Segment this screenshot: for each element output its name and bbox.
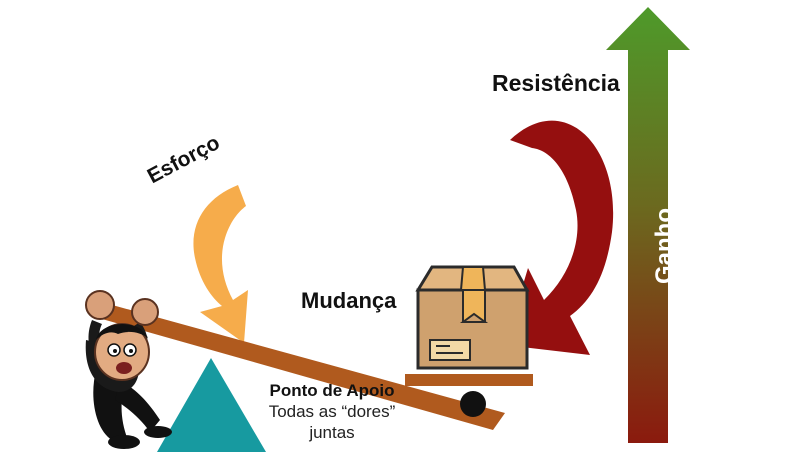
lever-plank [95, 303, 505, 430]
platform-wheel [460, 391, 486, 417]
fulcrum-subtitle-line2: juntas [309, 423, 355, 442]
box-platform [405, 374, 533, 386]
cardboard-box-icon [415, 265, 530, 370]
effort-arrow-icon [193, 185, 248, 343]
stressed-person-icon [85, 290, 172, 449]
gain-arrow-icon [606, 7, 690, 443]
fulcrum-triangle [157, 358, 266, 452]
fulcrum-caption: Ponto de Apoio Todas as “dores” juntas [247, 380, 417, 443]
resistance-arrow-icon [505, 120, 614, 355]
gain-label: Ganho [651, 208, 678, 284]
resistance-label: Resistência [492, 70, 620, 96]
change-label: Mudança [301, 288, 397, 313]
fulcrum-subtitle-line1: Todas as “dores” [268, 402, 396, 421]
fulcrum-title: Ponto de Apoio [269, 381, 395, 400]
